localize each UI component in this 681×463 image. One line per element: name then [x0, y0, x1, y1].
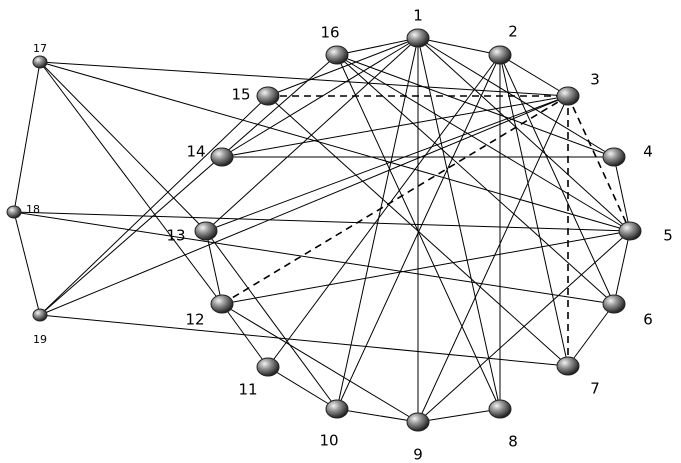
edge-1-2	[417, 37, 501, 56]
edge-3-12	[221, 95, 569, 305]
edge-3-14	[221, 95, 569, 158]
edge-7-19	[39, 314, 569, 367]
edge-16-1	[336, 37, 419, 56]
node-label-19: 19	[33, 333, 47, 346]
node-label-14: 14	[186, 143, 205, 161]
node-4	[602, 147, 626, 167]
node-3	[556, 86, 580, 106]
edge-3-9	[417, 95, 569, 423]
node-10	[325, 399, 349, 419]
edges-layer	[13, 37, 631, 423]
node-label-5: 5	[663, 227, 673, 245]
edge-18-19	[13, 211, 41, 316]
edge-1-4	[417, 37, 615, 158]
node-label-3: 3	[590, 71, 600, 89]
edge-2-11	[267, 54, 501, 368]
edge-5-12	[221, 230, 631, 305]
node-label-7: 7	[590, 380, 600, 398]
edge-1-13	[205, 37, 419, 232]
node-label-10: 10	[319, 432, 338, 450]
node-label-15: 15	[231, 86, 250, 104]
node-label-18: 18	[26, 203, 40, 216]
edge-16-19	[39, 54, 338, 316]
node-16	[325, 45, 349, 65]
node-label-17: 17	[33, 42, 47, 55]
node-label-12: 12	[185, 311, 204, 329]
node-label-11: 11	[238, 381, 257, 399]
edge-12-13	[205, 230, 223, 305]
node-13	[194, 221, 218, 241]
node-18	[6, 205, 22, 219]
edge-10-13	[205, 230, 338, 410]
node-2	[488, 45, 512, 65]
edge-8-16	[336, 54, 501, 410]
node-label-4: 4	[643, 143, 653, 161]
edge-9-10	[336, 408, 419, 423]
edge-8-9	[417, 408, 501, 423]
nodes-layer	[6, 28, 642, 432]
node-14	[210, 147, 234, 167]
edge-5-6	[613, 230, 631, 305]
node-6	[602, 294, 626, 314]
node-12	[210, 294, 234, 314]
edge-5-18	[13, 211, 631, 232]
edge-6-7	[567, 303, 615, 367]
edge-9-12	[221, 303, 419, 423]
edge-2-7	[499, 54, 569, 367]
edge-5-17	[39, 61, 631, 232]
edge-12-17	[39, 61, 223, 305]
edge-1-14	[221, 37, 419, 158]
node-17	[32, 55, 48, 69]
edge-2-3	[499, 54, 569, 97]
node-label-6: 6	[643, 311, 653, 329]
node-label-13: 13	[166, 227, 185, 245]
node-19	[32, 308, 48, 322]
edge-6-16	[336, 54, 615, 305]
node-label-8: 8	[508, 433, 518, 451]
node-label-1: 1	[413, 7, 423, 25]
node-8	[488, 399, 512, 419]
edge-6-18	[13, 211, 615, 305]
node-7	[556, 356, 580, 376]
node-1	[406, 28, 430, 48]
node-11	[256, 357, 280, 377]
node-15	[256, 86, 280, 106]
edge-1-8	[417, 37, 501, 410]
edge-5-16	[336, 54, 631, 232]
node-label-16: 16	[320, 24, 339, 42]
edge-15-19	[39, 95, 269, 316]
edge-11-12	[221, 303, 269, 368]
edge-17-18	[13, 61, 41, 213]
node-5	[618, 221, 642, 241]
edge-4-16	[336, 54, 615, 158]
edge-5-1	[417, 37, 631, 232]
edge-3-5	[567, 95, 631, 232]
edge-3-19	[39, 95, 569, 316]
node-9	[406, 412, 430, 432]
edge-4-5	[613, 156, 631, 232]
node-label-9: 9	[413, 446, 423, 463]
edge-13-17	[39, 61, 207, 232]
edge-17-3	[39, 61, 569, 97]
node-label-2: 2	[508, 23, 518, 41]
edge-10-11	[267, 366, 338, 410]
